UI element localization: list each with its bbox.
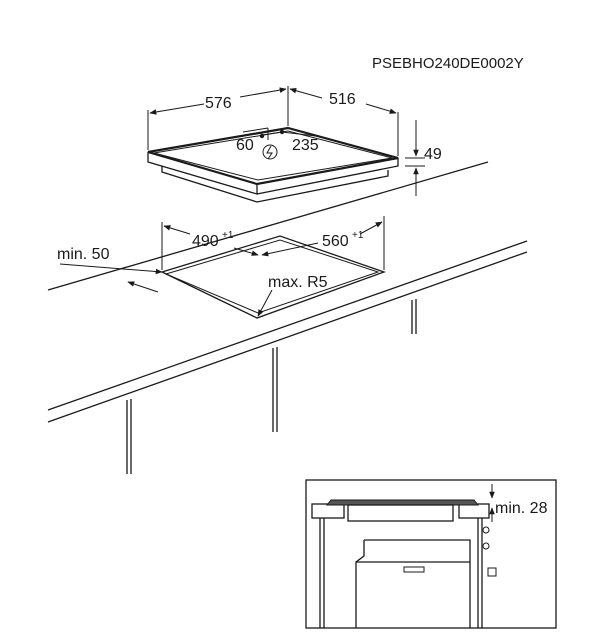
- hob-glass-edge: [153, 130, 393, 181]
- hob-top-surface: [147, 126, 399, 186]
- hob-underbody: [161, 166, 389, 203]
- label-depth-516: 516: [329, 91, 356, 108]
- hob-front-side: [147, 152, 258, 195]
- connection-point-right: [279, 129, 285, 135]
- detail-box: [305, 479, 557, 629]
- worktop-cutout: [160, 235, 386, 319]
- worktop-illustration: [47, 161, 528, 474]
- label-cutout-560-tol: +1: [352, 230, 364, 241]
- hob-illustration: [147, 126, 399, 203]
- label-cutout-490-tol: +1: [222, 230, 234, 241]
- label-offset-60: 60: [236, 137, 254, 154]
- cutout-dimensions: [59, 216, 385, 317]
- label-distance-235: 235: [292, 137, 319, 154]
- label-width-576: 576: [205, 95, 232, 112]
- hob-right-side: [256, 158, 399, 195]
- label-min-50: min. 50: [57, 246, 110, 263]
- power-connection-icon: [262, 144, 278, 160]
- label-cutout-560: 560: [322, 233, 349, 250]
- connection-point-left: [259, 133, 265, 139]
- label-height-49: 49: [424, 146, 442, 163]
- hob-dimensions: [147, 86, 425, 196]
- label-min-28: min. 28: [495, 500, 548, 517]
- label-cutout-490: 490: [192, 233, 219, 250]
- model-code: PSEBHO240DE0002Y: [372, 55, 524, 72]
- label-max-r5: max. R5: [268, 274, 328, 291]
